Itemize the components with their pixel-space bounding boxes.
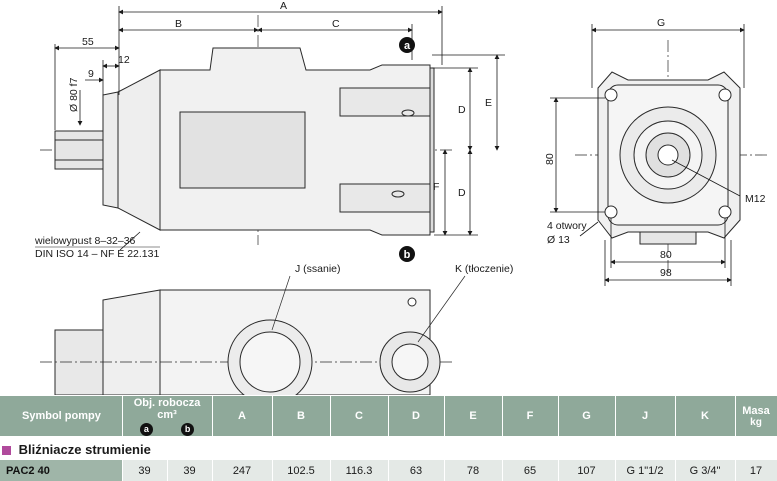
- header-volume-b: b: [181, 422, 195, 436]
- port-a-label: a: [404, 40, 411, 52]
- spline-text-2: DIN ISO 14 – NF E 22.131: [35, 248, 159, 260]
- dim-12: 12: [118, 54, 130, 66]
- header-mass-label: Masa: [742, 404, 770, 417]
- header-C: C: [330, 396, 389, 436]
- header-mass: Masa kg: [735, 396, 777, 436]
- cell-mass: 17: [735, 460, 777, 481]
- cell-B: 102.5: [272, 460, 331, 481]
- header-G: G: [558, 396, 616, 436]
- side-dimensions: [54, 6, 505, 251]
- header-E: E: [444, 396, 503, 436]
- dim-D-bottom: D: [458, 187, 466, 199]
- port-b-label: b: [404, 249, 411, 261]
- cell-vol-b: 39: [167, 460, 213, 481]
- cell-C: 116.3: [330, 460, 389, 481]
- dim-E: E: [485, 97, 492, 109]
- dim-A: A: [280, 0, 287, 12]
- dim-D-top: D: [458, 104, 466, 116]
- side-view: [40, 15, 455, 245]
- header-F: F: [502, 396, 559, 436]
- dim-F: F: [433, 181, 439, 193]
- spline-text-1: wielowypust 8–32–36: [34, 235, 136, 247]
- header-volume-label: Obj. robocza cm³: [133, 396, 201, 421]
- cell-D: 63: [388, 460, 445, 481]
- port-K-label: K (tłoczenie): [455, 263, 513, 275]
- cell-J: G 1"1/2: [615, 460, 676, 481]
- cell-E: 78: [444, 460, 503, 481]
- dim-9: 9: [88, 68, 94, 80]
- port-markers: a b: [399, 37, 415, 262]
- spec-table: Symbol pompy Obj. robocza cm³ a b A B C …: [0, 396, 777, 481]
- dim-G: G: [657, 17, 665, 29]
- thread-M12: M12: [745, 193, 766, 205]
- header-A: A: [212, 396, 273, 436]
- holes-count: 4 otwory: [547, 220, 587, 232]
- cell-vol-a: 39: [122, 460, 168, 481]
- dim-C: C: [332, 18, 340, 30]
- cell-F: 65: [502, 460, 559, 481]
- cell-G: 107: [558, 460, 616, 481]
- table-header-row: Symbol pompy Obj. robocza cm³ a b A B C …: [0, 396, 777, 436]
- dim-B: B: [175, 18, 182, 30]
- dim-98: 98: [660, 267, 672, 279]
- cell-A: 247: [212, 460, 273, 481]
- dim-dia-80: Ø 80 f7: [68, 77, 80, 112]
- group-marker-icon: [2, 445, 11, 455]
- technical-drawing: a b A B C 55 12 9 Ø 80 f7 D E D F wielow…: [34, 0, 770, 395]
- table-row: PAC2 40 39 39 247 102.5 116.3 63 78 65 1…: [0, 460, 777, 481]
- top-view: [40, 275, 466, 395]
- dim-55: 55: [82, 36, 94, 48]
- header-K: K: [675, 396, 736, 436]
- header-J: J: [615, 396, 676, 436]
- header-symbol: Symbol pompy: [0, 396, 123, 436]
- header-mass-unit: kg: [750, 416, 762, 428]
- header-volume-a: a: [139, 422, 153, 436]
- front-dimensions: [550, 24, 745, 286]
- cell-symbol: PAC2 40: [0, 460, 123, 481]
- group-title: Bliźniacze strumienie: [18, 441, 151, 457]
- header-B: B: [272, 396, 331, 436]
- front-view: [575, 40, 770, 275]
- header-D: D: [388, 396, 445, 436]
- cell-K: G 3/4": [675, 460, 736, 481]
- holes-dia: Ø 13: [547, 234, 570, 246]
- group-row: Bliźniacze strumienie: [0, 436, 777, 460]
- port-J-label: J (ssanie): [295, 263, 341, 275]
- header-volume: Obj. robocza cm³ a b: [122, 396, 213, 436]
- dim-80-side: 80: [544, 153, 556, 165]
- dim-80-bottom: 80: [660, 249, 672, 261]
